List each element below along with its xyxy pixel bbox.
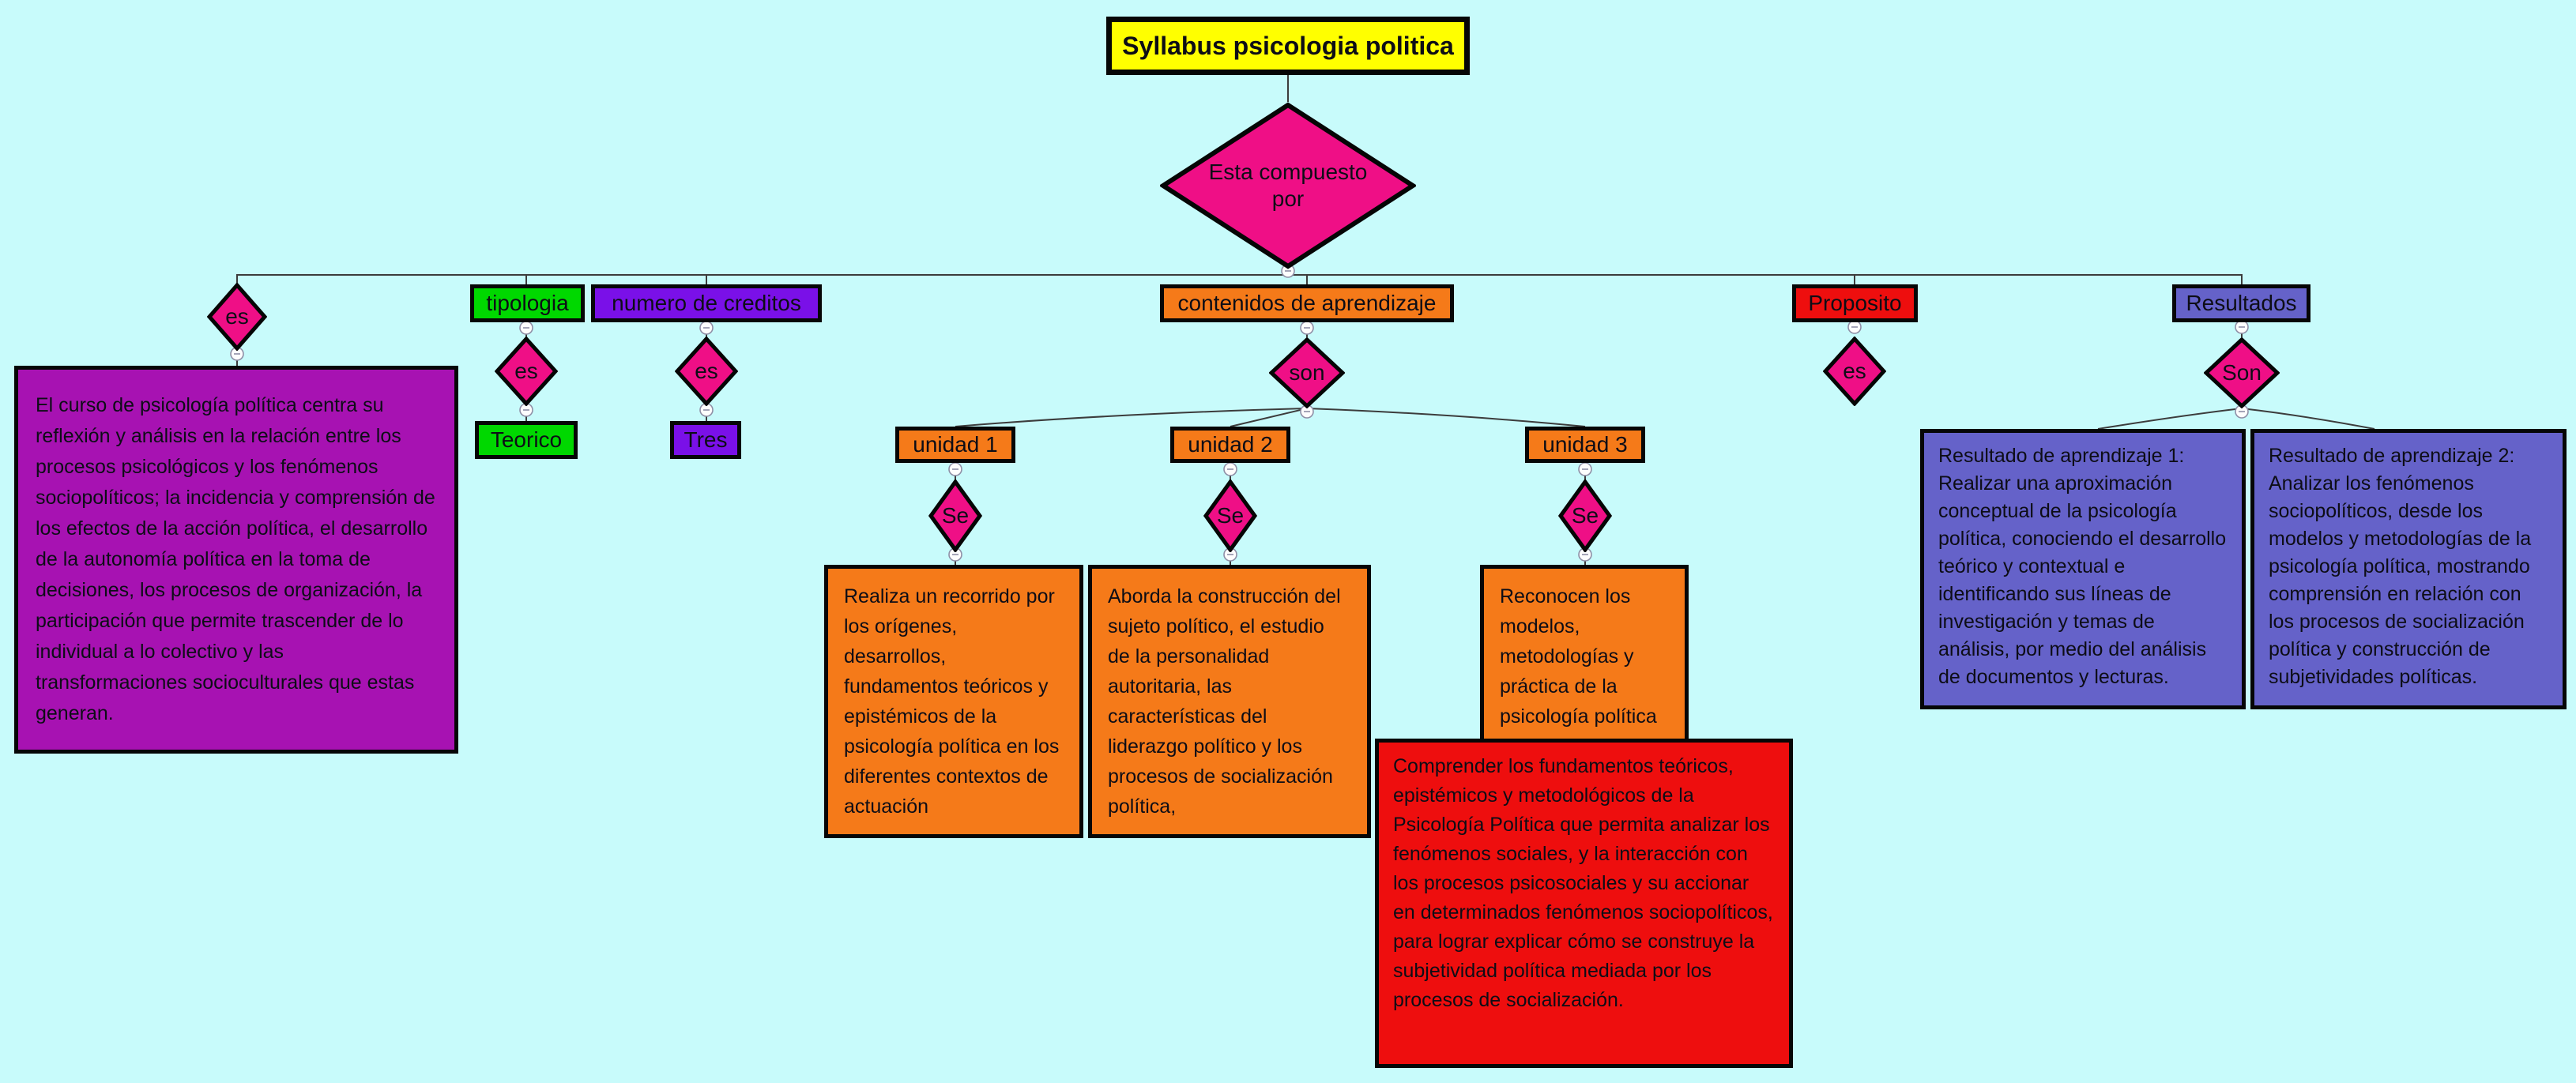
node-unidad-1[interactable]: unidad 1: [895, 427, 1015, 463]
diamond-shape: [675, 337, 738, 406]
collapse-handle[interactable]: [2235, 320, 2249, 334]
node-unidad-3[interactable]: unidad 3: [1525, 427, 1645, 463]
relation-label: Se: [1216, 503, 1245, 528]
collapse-handle[interactable]: [1300, 321, 1314, 335]
relation-unidad-2-se[interactable]: Se: [1203, 479, 1257, 552]
node-teorico[interactable]: Teorico: [475, 421, 578, 459]
resultado-2-text: Resultado de aprendizaje 2: Analizar los…: [2269, 445, 2532, 688]
collapse-handle[interactable]: [699, 403, 714, 417]
relation-tipologia-es[interactable]: es: [495, 337, 558, 406]
unidad-2-label: unidad 2: [1188, 432, 1273, 457]
tipologia-label: tipologia: [486, 291, 569, 315]
relation-label: Se: [1571, 503, 1599, 528]
resultados-label: Resultados: [2186, 291, 2297, 315]
teorico-label: Teorico: [490, 427, 563, 452]
node-unidad-1-text[interactable]: Realiza un recorrido por los orígenes, d…: [824, 565, 1083, 838]
relation-unidad-3-se[interactable]: Se: [1558, 479, 1612, 552]
diamond-shape: [207, 283, 267, 351]
collapse-handle[interactable]: [948, 462, 962, 476]
node-descripcion[interactable]: El curso de psicología política centra s…: [14, 366, 458, 754]
diamond-shape: [928, 479, 982, 552]
unidad-3-text: Reconocen los modelos, metodologías y pr…: [1500, 585, 1657, 728]
node-comprender-detail[interactable]: Comprender los fundamentos teóricos, epi…: [1375, 739, 1793, 1068]
relation-unidad-1-se[interactable]: Se: [928, 479, 982, 552]
unidad-1-text: Realiza un recorrido por los orígenes, d…: [844, 585, 1060, 818]
resultado-1-text: Resultado de aprendizaje 1: Realizar una…: [1938, 445, 2227, 688]
relation-label: son: [1289, 360, 1325, 385]
relation-descripcion-es[interactable]: es: [207, 283, 267, 351]
diamond-shape: [1203, 479, 1257, 552]
relation-label: es: [1843, 359, 1866, 384]
collapse-handle[interactable]: [1847, 320, 1862, 334]
diamond-shape: [1160, 102, 1416, 269]
relation-creditos-es[interactable]: es: [675, 337, 738, 406]
title-label: Syllabus psicologia politica: [1122, 31, 1454, 60]
relation-label: es: [695, 359, 718, 384]
tres-label: Tres: [684, 427, 728, 452]
collapse-handle[interactable]: [2235, 404, 2249, 419]
collapse-handle[interactable]: [1223, 462, 1237, 476]
diamond-shape: [1823, 337, 1886, 406]
relation-label: es: [514, 359, 538, 384]
node-proposito[interactable]: Proposito: [1792, 284, 1918, 322]
node-resultado-2[interactable]: Resultado de aprendizaje 2: Analizar los…: [2250, 429, 2567, 709]
node-unidad-3-text[interactable]: Reconocen los modelos, metodologías y pr…: [1480, 565, 1689, 748]
diamond-shape: [1558, 479, 1612, 552]
relation-root[interactable]: Esta compuesto por: [1160, 102, 1416, 269]
diamond-shape: [495, 337, 558, 406]
node-resultados[interactable]: Resultados: [2172, 284, 2310, 322]
node-creditos[interactable]: numero de creditos: [591, 284, 822, 322]
diamond-shape: [2204, 337, 2280, 408]
relation-proposito-es[interactable]: es: [1823, 337, 1886, 406]
collapse-handle[interactable]: [519, 403, 533, 417]
relation-label: Esta compuesto por: [1208, 160, 1368, 211]
node-contenidos[interactable]: contenidos de aprendizaje: [1160, 284, 1454, 322]
node-tipologia[interactable]: tipologia: [470, 284, 585, 322]
collapse-handle[interactable]: [699, 321, 714, 335]
collapse-handle[interactable]: [519, 321, 533, 335]
node-resultado-1[interactable]: Resultado de aprendizaje 1: Realizar una…: [1920, 429, 2246, 709]
node-unidad-2[interactable]: unidad 2: [1170, 427, 1290, 463]
node-title[interactable]: Syllabus psicologia politica: [1106, 17, 1470, 75]
descripcion-text: El curso de psicología política centra s…: [36, 394, 435, 724]
unidad-3-label: unidad 3: [1542, 432, 1628, 457]
relation-contenidos-son[interactable]: son: [1269, 337, 1345, 408]
relation-label: Se: [941, 503, 970, 528]
node-tres[interactable]: Tres: [670, 421, 741, 459]
creditos-label: numero de creditos: [612, 291, 801, 315]
node-unidad-2-text[interactable]: Aborda la construcción del sujeto políti…: [1088, 565, 1371, 838]
relation-label: Son: [2222, 360, 2262, 385]
relation-label: es: [225, 304, 249, 329]
collapse-handle[interactable]: [1578, 462, 1592, 476]
relation-resultados-son[interactable]: Son: [2204, 337, 2280, 408]
unidad-2-text: Aborda la construcción del sujeto políti…: [1108, 585, 1341, 818]
comprender-text: Comprender los fundamentos teóricos, epi…: [1393, 755, 1773, 1011]
diamond-shape: [1269, 337, 1345, 408]
unidad-1-label: unidad 1: [913, 432, 998, 457]
contenidos-label: contenidos de aprendizaje: [1177, 291, 1437, 315]
proposito-label: Proposito: [1808, 291, 1902, 315]
